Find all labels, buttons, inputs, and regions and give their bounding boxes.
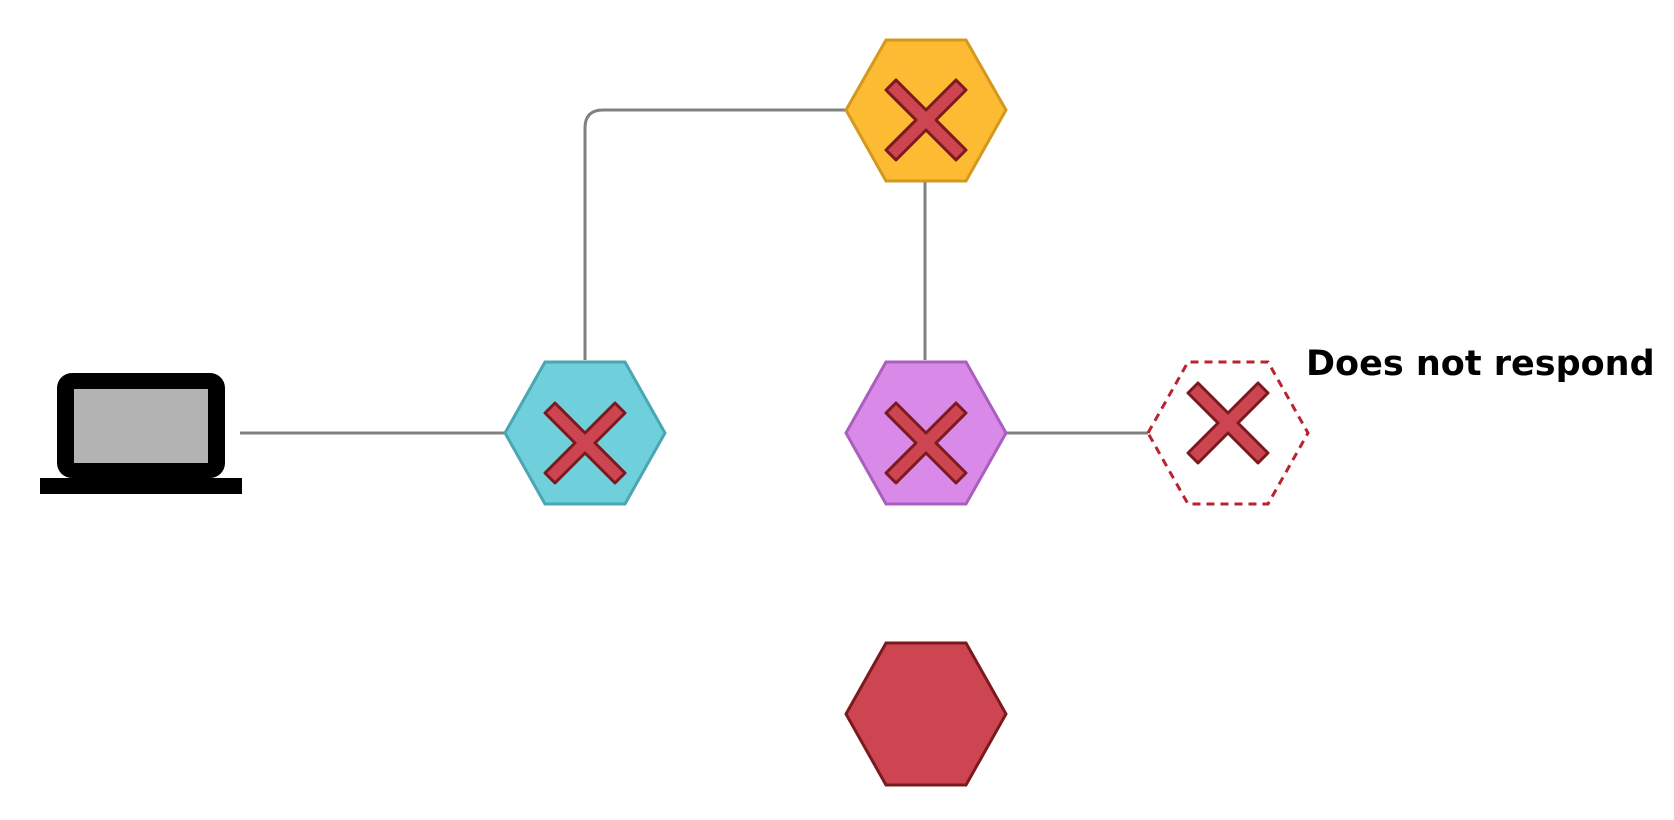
crimson-node <box>844 641 1008 787</box>
cross-icon <box>543 401 627 485</box>
connectors <box>240 108 1148 435</box>
laptop-base <box>40 478 242 494</box>
crimson-hexagon <box>844 641 1008 787</box>
unresponsive-node <box>1146 360 1310 506</box>
connector-teal-to-amber <box>583 108 848 360</box>
violet-node <box>844 360 1008 506</box>
cross-icon <box>884 401 968 485</box>
annotation-label: Does not respond <box>1306 344 1655 384</box>
cross-icon <box>884 78 968 162</box>
laptop-icon <box>40 373 242 494</box>
dashed-hexagon <box>1146 360 1310 506</box>
cross-icon <box>1186 381 1270 465</box>
amber-node <box>844 38 1008 183</box>
laptop-screen <box>74 389 208 463</box>
teal-node <box>503 360 667 506</box>
